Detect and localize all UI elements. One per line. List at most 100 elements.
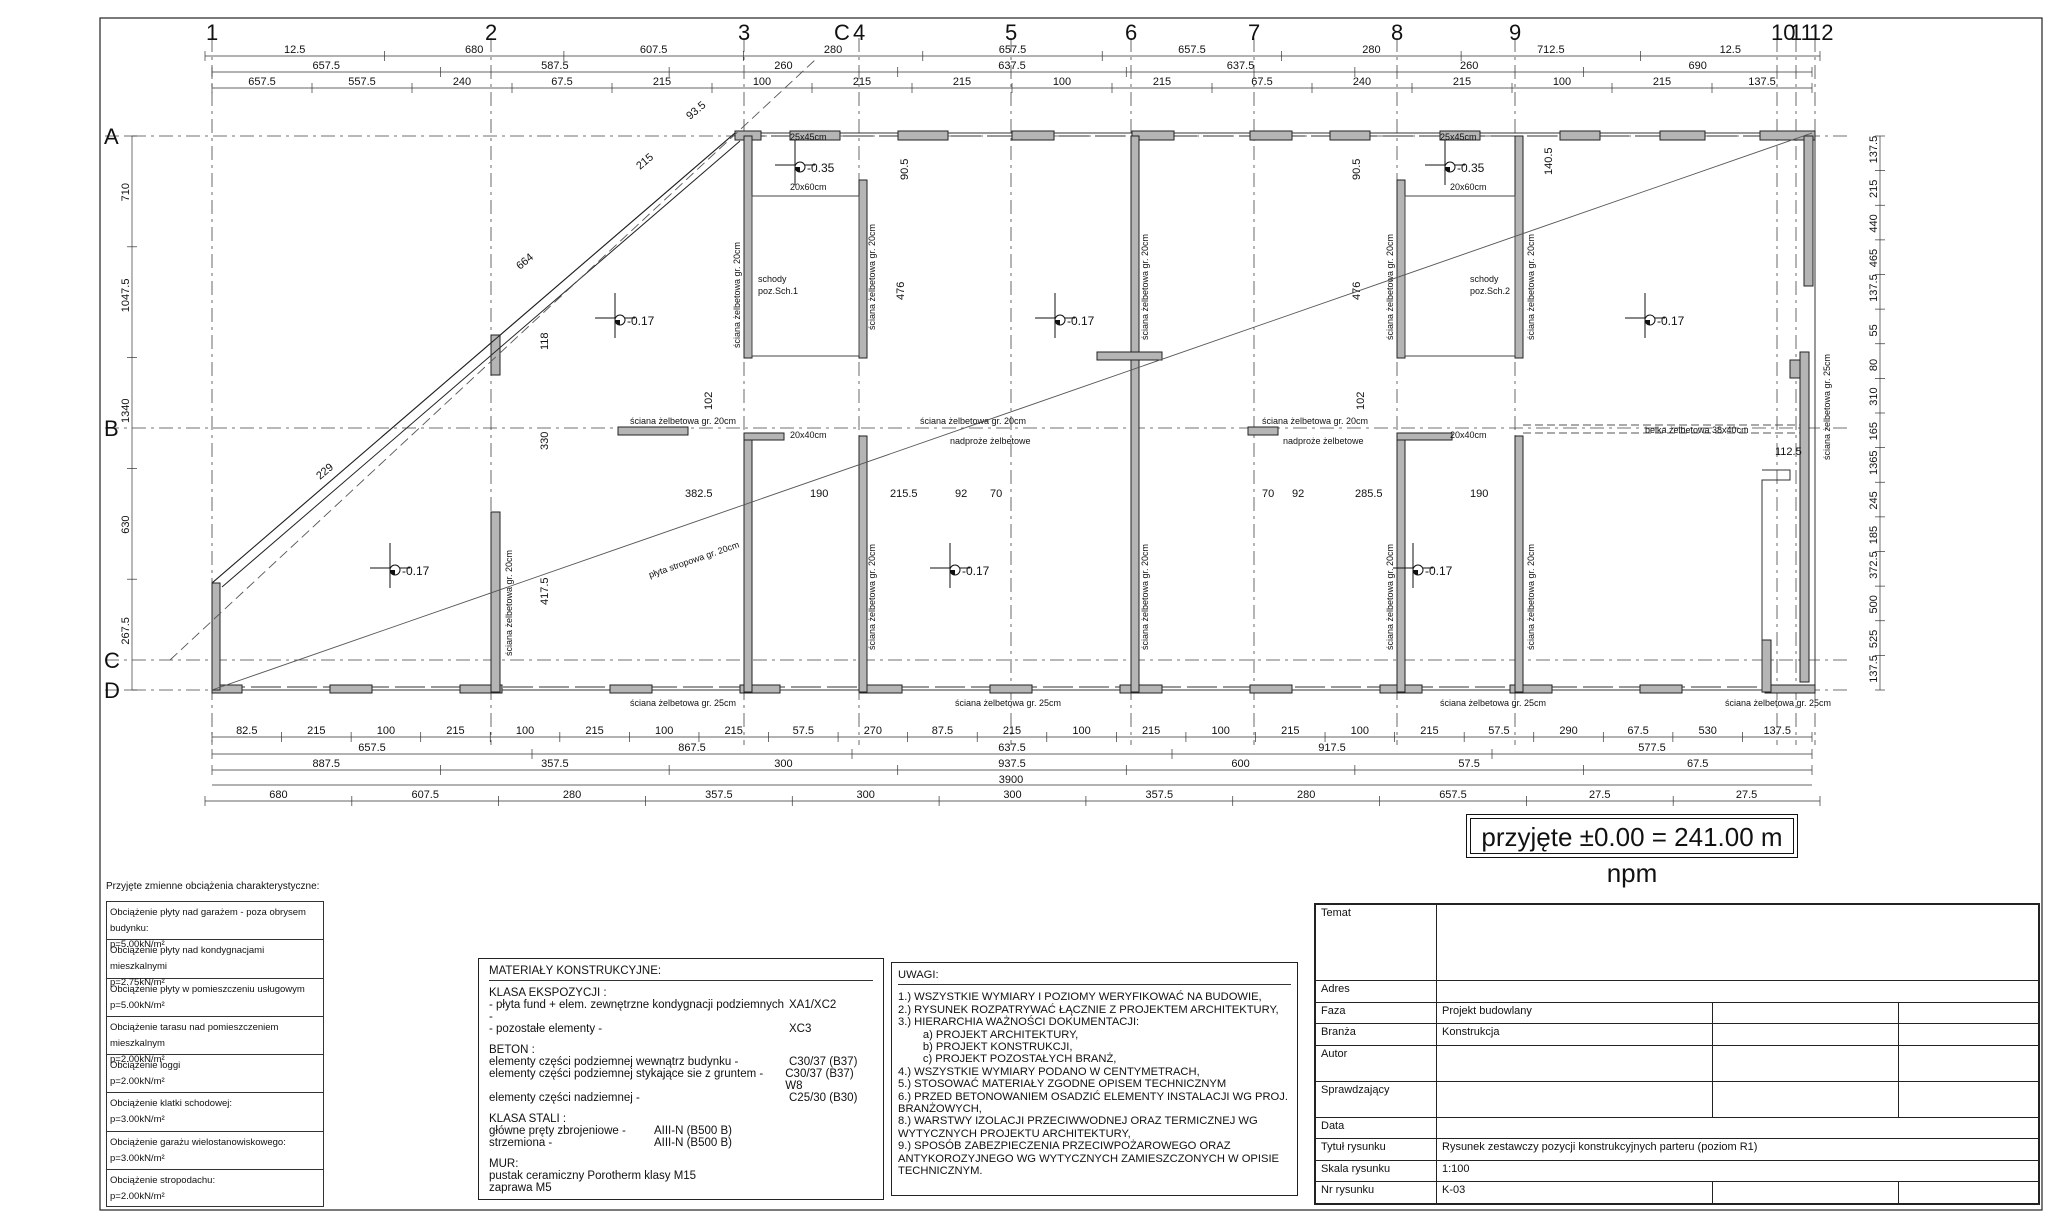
- concrete-row-3: elementy części nadziemnej -C25/30 (B30): [489, 1092, 858, 1104]
- bottom-dim-1-8: 57.5: [793, 725, 814, 737]
- dim-1025-a: 102: [703, 392, 715, 410]
- level-marker-2: -0.17: [595, 293, 655, 338]
- top-dim-3-5: 100: [753, 76, 771, 88]
- dim-905-a: 90.5: [899, 159, 911, 180]
- axis-label-2: 2: [485, 20, 497, 45]
- right-dim-6: 80: [1868, 359, 1880, 371]
- label-wall-25-bottom-a: ściana żelbetowa gr. 25cm: [630, 698, 736, 708]
- bottom-dim-1-22: 137.5: [1763, 725, 1791, 737]
- bottom-dim-2-1: 867.5: [678, 742, 706, 754]
- bottom-dim-3-3: 937.5: [998, 758, 1026, 770]
- label-stairs-2b: poz.Sch.2: [1470, 286, 1510, 296]
- level-text-6: -0.17: [962, 564, 990, 578]
- steel-row-2: strzemiona -AIII-N (B500 B): [489, 1137, 732, 1149]
- right-dim-4: 137.5: [1868, 274, 1880, 302]
- concrete-row-2: elementy części podziemnej stykające sie…: [489, 1068, 854, 1092]
- right-dim-12: 372.5: [1868, 551, 1880, 579]
- dim-190-a: 190: [810, 488, 828, 500]
- right-dim-7: 310: [1868, 387, 1880, 405]
- right-dim-2: 440: [1868, 214, 1880, 232]
- level-marker-4: -0.17: [1625, 293, 1685, 338]
- axis-label-9: 8: [1391, 20, 1403, 45]
- label-wall-25-bottom-b: ściana żelbetowa gr. 25cm: [955, 698, 1061, 708]
- right-dim-0: 137.5: [1868, 136, 1880, 164]
- dim-330: 330: [539, 432, 551, 450]
- top-dim-3-12: 215: [1453, 76, 1471, 88]
- tb-tytul: Tytuł rysunku: [1315, 1138, 1437, 1161]
- bottom-dim-4-2: 280: [563, 789, 581, 801]
- tb-tytul-value: Rysunek zestawczy pozycji konstrukcyjnyc…: [1436, 1138, 2039, 1161]
- label-stairs-2: schody: [1470, 274, 1499, 284]
- note-item: 5.) STOSOWAĆ MATERIAŁY ZGODNE OPISEM TEC…: [898, 1078, 1227, 1091]
- bottom-dim-3-4: 600: [1231, 758, 1249, 770]
- masonry-row-1: pustak ceramiczny Porotherm klasy M15: [489, 1170, 697, 1182]
- bottom-dim-1-18: 57.5: [1488, 725, 1509, 737]
- level-text-4: -0.17: [1657, 314, 1685, 328]
- tb-nr: Nr rysunku: [1315, 1181, 1437, 1204]
- load-row: Obciążenie klatki schodowej:p=3.00kN/m²: [106, 1092, 324, 1131]
- top-dim-1-5: 657.5: [1178, 44, 1206, 56]
- note-item: 4.) WSZYSTKIE WYMIARY PODANO W CENTYMETR…: [898, 1065, 1200, 1078]
- axis-label-1: 1: [206, 20, 218, 45]
- loads-caption: Przyjęte zmienne obciążenia charakteryst…: [106, 881, 320, 892]
- bottom-dim-1-17: 215: [1420, 725, 1438, 737]
- label-wall-25-bottom-d: ściana żelbetowa gr. 25cm: [1725, 698, 1831, 708]
- label-beam-2040-a: 20x40cm: [790, 430, 827, 440]
- load-row: Obciążenie płyty nad garażem - poza obry…: [106, 901, 324, 950]
- bottom-dim-4-6: 357.5: [1146, 789, 1174, 801]
- right-dim-5: 55: [1868, 324, 1880, 336]
- materials-panel: MATERIAŁY KONSTRUKCYJNE: KLASA EKSPOZYCJ…: [478, 958, 884, 1200]
- axis-label-8: 7: [1248, 20, 1260, 45]
- materials-title: MATERIAŁY KONSTRUKCYJNE:: [489, 965, 873, 981]
- label-beam-2545-a: 25x45cm: [790, 132, 827, 142]
- load-row: Obciążenie garażu wielostanowiskowego:p=…: [106, 1130, 324, 1170]
- level-text-7: -0.17: [1425, 564, 1453, 578]
- bottom-dim-1-19: 290: [1559, 725, 1577, 737]
- bottom-dim-1-4: 100: [516, 725, 534, 737]
- note-item: 8.) WARSTWY IZOLACJI PRZECIWWODNEJ ORAZ …: [898, 1115, 1261, 1140]
- label-wall-20-h1: ściana żelbetowa gr. 20cm: [630, 416, 736, 426]
- label-wall-20-e: ściana żelbetowa gr. 20cm: [1526, 234, 1536, 340]
- label-wall-20-g: ściana żelbetowa gr. 20cm: [867, 544, 877, 650]
- label-wall-20-a: ściana żelbetowa gr. 20cm: [732, 242, 742, 348]
- top-dim-3-7: 215: [953, 76, 971, 88]
- note-item: c) PROJEKT POZOSTAŁYCH BRANŻ,: [898, 1053, 1117, 1066]
- dim-70-a: 70: [990, 488, 1002, 500]
- note-item: 2.) RYSUNEK ROZPATRYWAĆ ŁĄCZNIE Z PROJEK…: [898, 1003, 1279, 1016]
- top-dim-1-6: 280: [1362, 44, 1380, 56]
- tb-data: Data: [1315, 1116, 1437, 1140]
- tb-autor: Autor: [1315, 1044, 1437, 1082]
- note-item: b) PROJEKT KONSTRUKCJI,: [898, 1041, 1073, 1054]
- tb-nr-value: K-03: [1436, 1181, 1713, 1204]
- bottom-dim-1-0: 82.5: [236, 725, 257, 737]
- load-row: Obciążenie stropodachu:p=2.00kN/m²: [106, 1169, 324, 1208]
- right-dim-1: 215: [1868, 180, 1880, 198]
- load-row: Obciążenie tarasu nad pomieszczeniem mie…: [106, 1015, 324, 1065]
- top-dim-1-7: 712.5: [1537, 44, 1565, 56]
- left-dim-2: 1340: [120, 399, 132, 423]
- level-marker-6: -0.17: [930, 543, 990, 588]
- top-dim-3-1: 557.5: [348, 76, 376, 88]
- axis-label-5: 4: [853, 20, 865, 45]
- bottom-dim-2-2: 637.5: [998, 742, 1026, 754]
- top-dim-3-4: 215: [653, 76, 671, 88]
- label-lintel-a: nadproże żelbetowe: [950, 436, 1031, 446]
- reference-level-box: przyjęte ±0.00 = 241.00 m npm: [1466, 814, 1798, 888]
- bottom-dim-1-7: 215: [725, 725, 743, 737]
- tb-skala: Skala rysunku: [1315, 1159, 1437, 1183]
- top-dim-3-2: 240: [453, 76, 471, 88]
- bottom-dim-3-6: 67.5: [1687, 758, 1708, 770]
- masonry-title: MUR:: [489, 1158, 519, 1170]
- note-item: 6.) PRZED BETONOWANIEM OSADZIĆ ELEMENTY …: [898, 1090, 1292, 1116]
- drawing-frame: [99, 17, 2043, 1211]
- dim-664: 664: [514, 251, 536, 272]
- slab-diagonals: [169, 59, 1813, 691]
- note-item: 1.) WSZYSTKIE WYMIARY I POZIOMY WERYFIKO…: [898, 991, 1262, 1004]
- top-dim-1-3: 280: [824, 44, 842, 56]
- axis-label-B: B: [104, 416, 119, 441]
- label-slab: płyta stropowa gr. 20cm: [647, 539, 740, 579]
- label-beam: belka żelbetowa 38x40cm: [1645, 425, 1749, 435]
- top-dim-2-2: 260: [774, 60, 792, 72]
